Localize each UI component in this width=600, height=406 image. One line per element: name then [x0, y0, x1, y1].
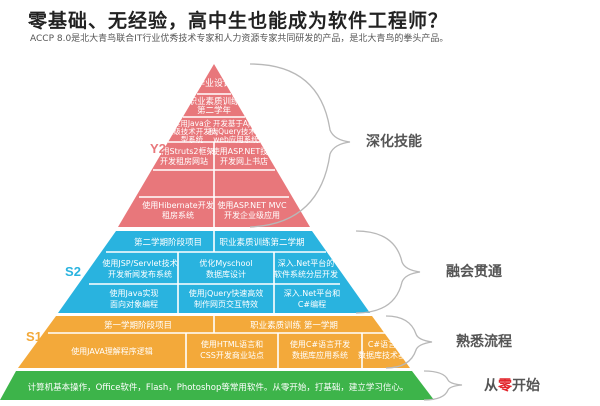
stage-label-deepen-skills: 深化技能 — [366, 133, 422, 150]
stage-label-mastery: 融会贯通 — [446, 263, 502, 280]
s1-csharp-db-app-line1: 使用C#语言开发 — [290, 339, 350, 349]
s1-csharp-db-app-line2: 数据库应用系统 — [292, 350, 348, 360]
level-label-s2: S2 — [65, 264, 81, 279]
s2-java-oop-line1: 使用Java实现 — [110, 288, 159, 298]
s1-layer — [18, 316, 410, 368]
y2-ajax-web-line3: web应用系统 — [213, 134, 259, 144]
y2-graduation-project: 毕业设计 — [196, 77, 232, 89]
y2-java-enterprise-line3: 型系统 — [181, 134, 204, 144]
s1-html-css-line2: CSS开发商业站点 — [200, 350, 264, 360]
y2-java-enterprise-line2: 业级技术开发大 — [166, 126, 219, 136]
s2-csharp-net-line1: 深入.Net平台和 — [284, 288, 341, 298]
stage-label-from-zero: 从零开始 — [484, 377, 540, 394]
bracket-stage-3 — [385, 315, 433, 369]
base-layer — [0, 371, 434, 400]
s2-jsp-line2: 开发新闻发布系统 — [108, 269, 172, 279]
level-label-y2: Y2 — [150, 141, 166, 156]
y2-quality-training-line2: 第二学年 — [197, 105, 232, 116]
page-title: 零基础、无经验，高中生也能成为软件工程师？ — [28, 10, 449, 32]
y2-mvc-line2: 开发企业级应用 — [224, 210, 280, 220]
stage-label-process: 熟悉流程 — [456, 333, 512, 350]
stage-label-zero: 零 — [497, 377, 513, 394]
s2-jquery-line1: 使用jQuery快速高效 — [189, 288, 264, 298]
bracket-stage-2 — [355, 230, 421, 314]
s1-quality-training: 职业素质训练 第一学期 — [250, 320, 338, 331]
s2-java-oop-line2: 面向对象编程 — [110, 299, 158, 309]
s2-net-layered-line1: 深入.Net平台的 — [278, 258, 335, 268]
y2-aspnet-line1: 使用ASP.NET技术 — [212, 146, 277, 156]
s1-java-logic: 使用JAVA理解程序逻辑 — [71, 346, 153, 356]
stage-label-from: 从 — [484, 378, 498, 394]
s2-myschool-line2: 数据库设计 — [206, 269, 246, 279]
s1-stage-project: 第一学期阶段项目 — [104, 320, 172, 331]
base-foundation-text: 计算机基本操作，Office软件，Flash，Photoshop等常用软件。从零… — [28, 382, 409, 393]
s1-csharp-db-basics-line1: C#语言和 — [368, 339, 404, 349]
y2-java-enterprise-line1: 实用Java企 — [173, 118, 212, 128]
bracket-stage-1 — [249, 63, 351, 228]
y2-ajax-web-line2: 和jQuery技术的 — [209, 126, 264, 136]
stage-label-start: 开始 — [512, 377, 540, 394]
s2-stage-project: 第二学期阶段项目 — [134, 237, 202, 248]
s1-csharp-db-basics-line2: 数据库技术基础 — [358, 350, 414, 360]
s2-jquery-line2: 制作网页交互特效 — [194, 299, 258, 309]
s2-csharp-net-line2: C#编程 — [298, 299, 326, 309]
s2-net-layered-line2: 软件系统分层开发 — [274, 269, 338, 279]
s2-jsp-line1: 使用JSP/Servlet技术 — [102, 258, 177, 268]
y2-hibernate-line1: 使用Hibernate开发 — [142, 200, 213, 210]
y2-mvc-line1: 使用ASP.NET MVC — [217, 200, 287, 210]
y2-ajax-web-line1: 开发基于Ajax — [213, 118, 260, 128]
level-label-s1: S1 — [26, 329, 42, 344]
y2-struts-line2: 开发租房网站 — [160, 156, 208, 166]
s1-html-css-line1: 使用HTML语言和 — [201, 339, 263, 349]
bracket-stage-4 — [423, 370, 463, 401]
s2-quality-training: 职业素质训练第二学期 — [219, 237, 304, 248]
y2-struts-line1: 使用Struts2框架 — [154, 146, 215, 156]
y2-quality-training-line1: 职业素质训练 — [188, 96, 240, 107]
s2-myschool-line1: 优化Myschool — [199, 258, 252, 268]
page-subtitle: ACCP 8.0是北大青鸟联合IT行业优秀技术专家和人力资源专家共同研发的产品，… — [30, 34, 449, 44]
y2-aspnet-line2: 开发网上书店 — [220, 156, 268, 166]
y2-hibernate-line2: 租房系统 — [162, 210, 194, 220]
